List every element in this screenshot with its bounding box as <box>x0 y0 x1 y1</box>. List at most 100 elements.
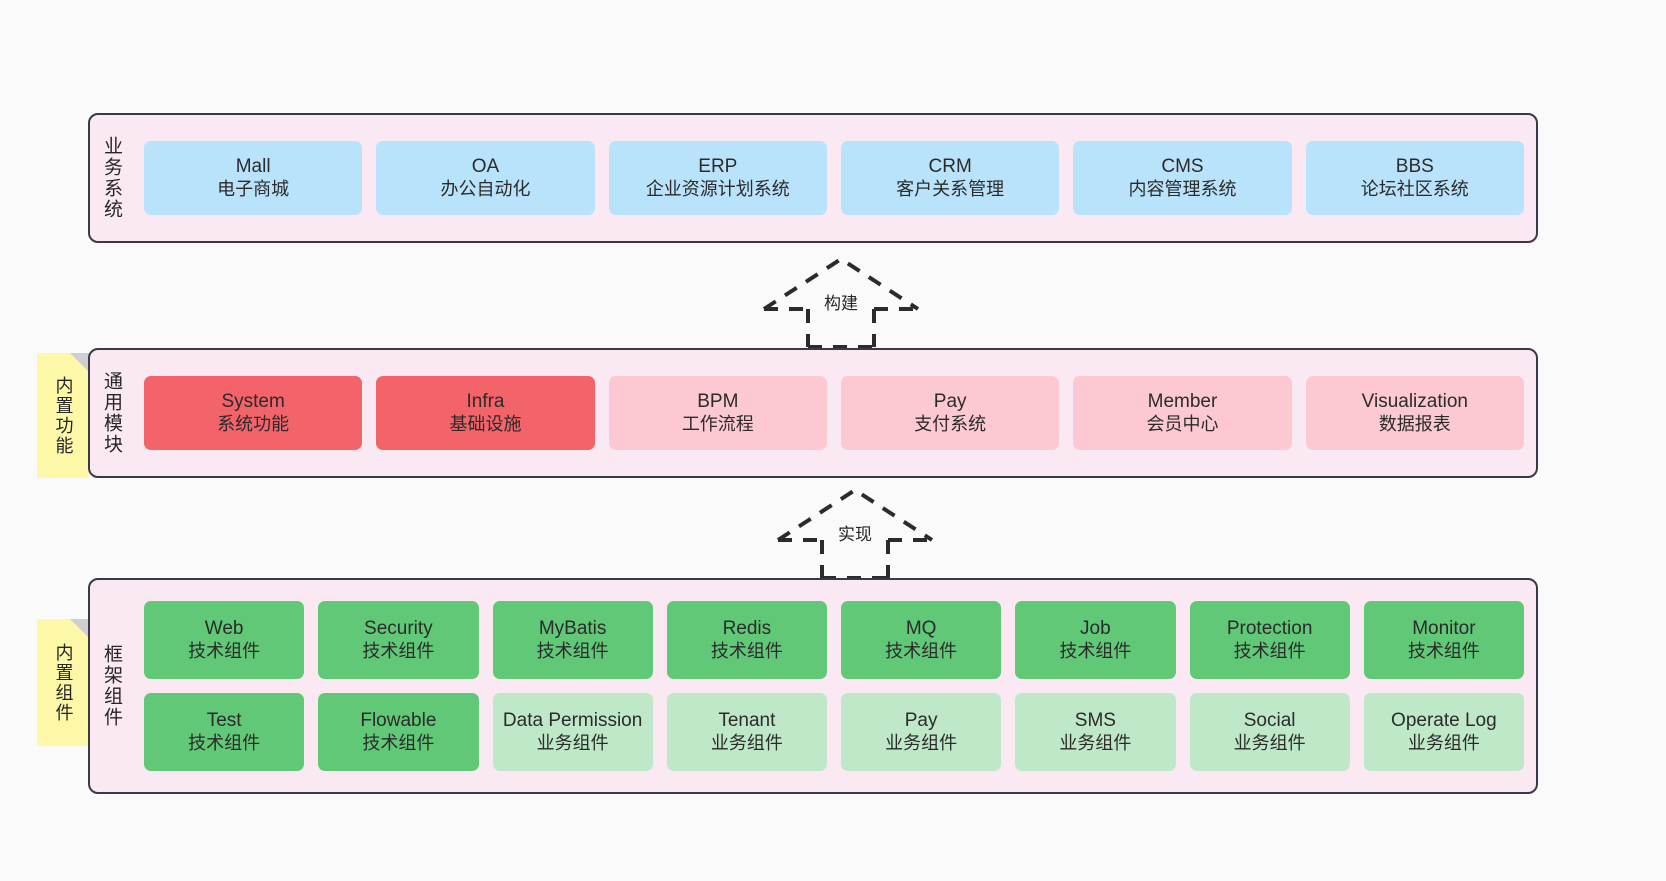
node-subtitle: 技术组件 <box>188 732 261 753</box>
node-title: Flowable <box>360 710 437 732</box>
node-subtitle: 基础设施 <box>449 413 522 434</box>
node-title: Test <box>206 710 242 732</box>
node-title: Operate Log <box>1391 710 1497 732</box>
arrowhead-shape <box>762 256 920 311</box>
node-subtitle: 技术组件 <box>536 640 609 661</box>
connector-label: 构建 <box>824 294 858 313</box>
layer-body-framework-components: Web 技术组件 Security 技术组件 MyBatis 技术组件 Redi… <box>132 580 1536 792</box>
cell-row: System 系统功能 Infra 基础设施 BPM 工作流程 Pay 支付系统… <box>144 376 1524 450</box>
node-crm[interactable]: CRM 客户关系管理 <box>840 141 1060 215</box>
node-security[interactable]: Security 技术组件 <box>318 601 479 679</box>
node-subtitle: 技术组件 <box>885 640 958 661</box>
node-sms[interactable]: SMS 业务组件 <box>1015 693 1176 771</box>
connector-label: 实现 <box>838 525 872 544</box>
node-member[interactable]: Member 会员中心 <box>1073 376 1292 450</box>
node-title: Monitor <box>1412 618 1476 640</box>
node-subtitle: 企业资源计划系统 <box>645 178 790 199</box>
node-web[interactable]: Web 技术组件 <box>144 601 305 679</box>
node-bbs[interactable]: BBS 论坛社区系统 <box>1305 141 1524 215</box>
node-title: BPM <box>697 391 739 413</box>
node-subtitle: 业务组件 <box>1407 732 1480 753</box>
note-fold-icon <box>70 353 89 372</box>
node-title: Pay <box>933 391 967 413</box>
node-social[interactable]: Social 业务组件 <box>1189 693 1350 771</box>
node-subtitle: 业务组件 <box>710 732 783 753</box>
arrowhead-shape <box>776 487 934 542</box>
node-mybatis[interactable]: MyBatis 技术组件 <box>492 601 653 679</box>
node-subtitle: 业务组件 <box>1233 732 1306 753</box>
node-data-permission[interactable]: Data Permission 业务组件 <box>492 693 653 771</box>
node-system[interactable]: System 系统功能 <box>144 376 363 450</box>
node-protection[interactable]: Protection 技术组件 <box>1189 601 1350 679</box>
node-title: CMS <box>1161 156 1204 178</box>
node-pay-component[interactable]: Pay 业务组件 <box>841 693 1002 771</box>
node-title: Redis <box>722 618 772 640</box>
node-title: MyBatis <box>538 618 607 640</box>
layer-title-common-modules: 通用模块 <box>100 371 122 455</box>
node-test[interactable]: Test 技术组件 <box>144 693 305 771</box>
layer-business-system: 业务系统 Mall 电子商城 OA 办公自动化 ERP 企业资源计划系统 CRM… <box>88 113 1538 243</box>
node-job[interactable]: Job 技术组件 <box>1015 601 1176 679</box>
cell-row: Web 技术组件 Security 技术组件 MyBatis 技术组件 Redi… <box>144 601 1524 679</box>
node-subtitle: 客户关系管理 <box>896 178 1005 199</box>
node-monitor[interactable]: Monitor 技术组件 <box>1363 601 1524 679</box>
node-title: OA <box>471 156 500 178</box>
node-title: Web <box>204 618 244 640</box>
node-subtitle: 论坛社区系统 <box>1360 178 1469 199</box>
node-tenant[interactable]: Tenant 业务组件 <box>666 693 827 771</box>
layer-body-business-system: Mall 电子商城 OA 办公自动化 ERP 企业资源计划系统 CRM 客户关系… <box>132 115 1536 241</box>
node-subtitle: 内容管理系统 <box>1128 178 1237 199</box>
node-bpm[interactable]: BPM 工作流程 <box>608 376 827 450</box>
layer-title-business-system: 业务系统 <box>100 136 122 220</box>
node-erp[interactable]: ERP 企业资源计划系统 <box>608 141 827 215</box>
node-subtitle: 支付系统 <box>914 413 987 434</box>
node-redis[interactable]: Redis 技术组件 <box>666 601 827 679</box>
connector-implement: 实现 <box>770 484 940 580</box>
node-visualization[interactable]: Visualization 数据报表 <box>1305 376 1524 450</box>
node-title: BBS <box>1395 156 1434 178</box>
node-subtitle: 业务组件 <box>1059 732 1132 753</box>
node-subtitle: 会员中心 <box>1146 413 1219 434</box>
note-label: 内置功能 <box>53 375 74 456</box>
node-title: Tenant <box>718 710 776 732</box>
node-title: Social <box>1243 710 1296 732</box>
node-infra[interactable]: Infra 基础设施 <box>376 376 595 450</box>
note-builtin-features: 内置功能 <box>37 353 89 478</box>
node-subtitle: 技术组件 <box>1233 640 1306 661</box>
node-subtitle: 技术组件 <box>710 640 783 661</box>
node-oa[interactable]: OA 办公自动化 <box>376 141 595 215</box>
layer-framework-components: 框架组件 Web 技术组件 Security 技术组件 MyBatis 技术组件… <box>88 578 1538 794</box>
node-operate-log[interactable]: Operate Log 业务组件 <box>1363 693 1524 771</box>
node-title: Mall <box>235 156 271 178</box>
node-mall[interactable]: Mall 电子商城 <box>144 141 363 215</box>
layer-body-common-modules: System 系统功能 Infra 基础设施 BPM 工作流程 Pay 支付系统… <box>132 350 1536 476</box>
node-subtitle: 工作流程 <box>681 413 754 434</box>
layer-title-framework-components: 框架组件 <box>100 644 122 728</box>
node-cms[interactable]: CMS 内容管理系统 <box>1073 141 1292 215</box>
note-fold-icon <box>70 619 89 638</box>
node-title: Pay <box>904 710 938 732</box>
note-builtin-components: 内置组件 <box>37 619 89 746</box>
node-title: Protection <box>1226 618 1313 640</box>
cell-row: Test 技术组件 Flowable 技术组件 Data Permission … <box>144 693 1524 771</box>
node-subtitle: 数据报表 <box>1378 413 1451 434</box>
node-title: Infra <box>466 391 505 413</box>
node-title: Visualization <box>1361 391 1468 413</box>
node-pay-module[interactable]: Pay 支付系统 <box>840 376 1060 450</box>
cell-row: Mall 电子商城 OA 办公自动化 ERP 企业资源计划系统 CRM 客户关系… <box>144 141 1524 215</box>
node-subtitle: 技术组件 <box>1059 640 1132 661</box>
node-title: Job <box>1080 618 1111 640</box>
node-subtitle: 系统功能 <box>217 413 290 434</box>
node-subtitle: 技术组件 <box>1407 640 1480 661</box>
node-title: SMS <box>1074 710 1116 732</box>
node-mq[interactable]: MQ 技术组件 <box>841 601 1002 679</box>
node-title: ERP <box>698 156 738 178</box>
layer-common-modules: 通用模块 System 系统功能 Infra 基础设施 BPM 工作流程 Pay… <box>88 348 1538 478</box>
note-label: 内置组件 <box>53 642 74 723</box>
connector-build: 构建 <box>756 253 926 349</box>
node-subtitle: 电子商城 <box>217 178 290 199</box>
node-flowable[interactable]: Flowable 技术组件 <box>318 693 479 771</box>
node-title: MQ <box>905 618 937 640</box>
node-subtitle: 技术组件 <box>362 732 435 753</box>
